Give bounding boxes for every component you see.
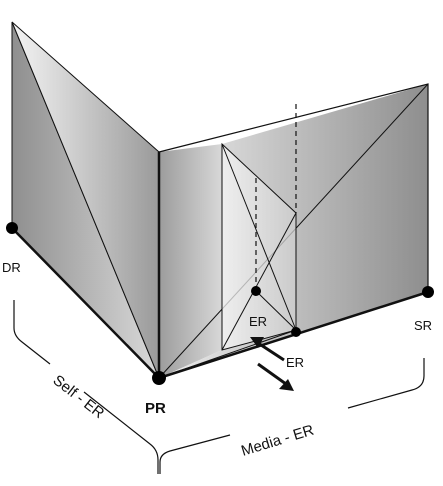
dr-pr-edge — [11, 227, 160, 379]
er-connector — [255, 290, 297, 331]
er-diagonal-2 — [221, 212, 297, 351]
er-diagonal-1 — [221, 143, 297, 331]
er-lower-point — [291, 327, 301, 337]
arrow-up-left-head — [250, 337, 264, 348]
er-arrow-label: ER — [286, 355, 304, 370]
sr-label: SR — [414, 318, 432, 333]
pr-point — [152, 371, 166, 385]
arrow-down-right — [257, 362, 287, 386]
media-er-label: Media - ER — [239, 422, 316, 460]
er-panel — [221, 104, 297, 351]
er-arrows — [250, 337, 294, 391]
left-panel — [11, 21, 160, 379]
arrow-up-left — [257, 341, 285, 362]
self-er-label: Self - ER — [50, 372, 108, 422]
self-er-brace — [13, 300, 159, 474]
arrow-down-right-head — [279, 379, 294, 391]
er-upper-point — [251, 286, 261, 296]
dr-label: DR — [2, 260, 21, 275]
sr-point — [422, 286, 434, 298]
pr-label: PR — [145, 400, 166, 417]
media-er-brace — [159, 358, 425, 474]
er-panel-label: ER — [249, 314, 267, 329]
dr-point — [6, 222, 18, 234]
